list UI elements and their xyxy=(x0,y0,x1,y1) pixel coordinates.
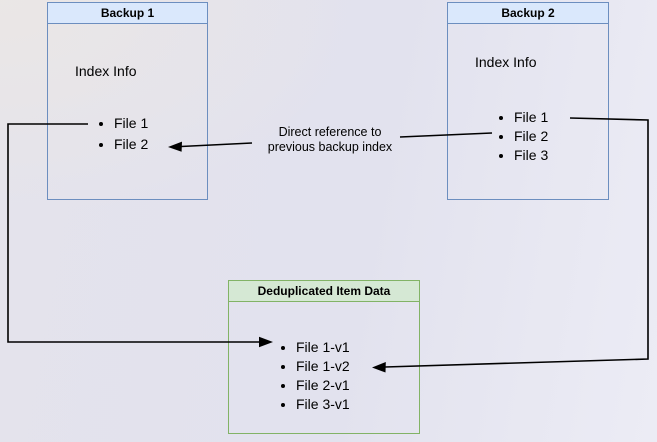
list-item: File 2 xyxy=(114,134,207,155)
list-item: File 3 xyxy=(514,146,608,165)
direct-reference-label: Direct reference to previous backup inde… xyxy=(245,125,415,155)
list-item: File 1-v1 xyxy=(296,338,419,357)
backup2-box: Backup 2 Index Info File 1 File 2 File 3 xyxy=(447,2,609,200)
list-item: File 2 xyxy=(514,127,608,146)
direct-reference-label-line2: previous backup index xyxy=(267,140,393,154)
backup2-subtitle: Index Info xyxy=(475,54,537,70)
backup1-subtitle: Index Info xyxy=(75,63,137,79)
list-item: File 1-v2 xyxy=(296,357,419,376)
backup1-file-list: File 1 File 2 xyxy=(48,113,207,155)
backup2-file-list: File 1 File 2 File 3 xyxy=(448,108,608,165)
list-item: File 1 xyxy=(514,108,608,127)
direct-reference-label-line1: Direct reference to xyxy=(278,125,382,139)
list-item: File 2-v1 xyxy=(296,376,419,395)
list-item: File 1 xyxy=(114,113,207,134)
backup2-title: Backup 2 xyxy=(448,3,608,24)
dedup-title: Deduplicated Item Data xyxy=(229,281,419,302)
backup1-box: Backup 1 Index Info File 1 File 2 xyxy=(47,2,208,200)
dedup-box: Deduplicated Item Data File 1-v1 File 1-… xyxy=(228,280,420,434)
backup1-title: Backup 1 xyxy=(48,3,207,24)
dedup-file-list: File 1-v1 File 1-v2 File 2-v1 File 3-v1 xyxy=(229,338,419,414)
list-item: File 3-v1 xyxy=(296,395,419,414)
